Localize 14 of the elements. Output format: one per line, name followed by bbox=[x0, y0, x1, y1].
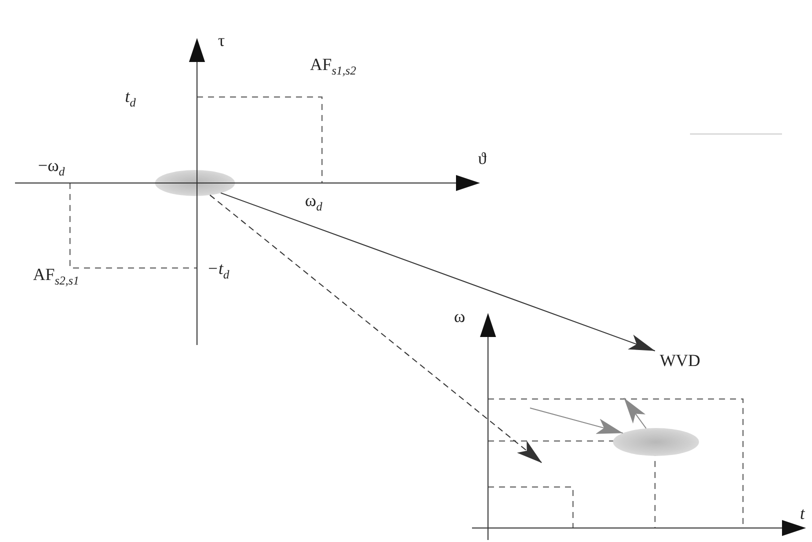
axis-label: ω$_{d}$ bbox=[305, 192, 322, 212]
arrow bbox=[530, 408, 624, 434]
axis-label: −ω$_{d}$ bbox=[38, 157, 65, 178]
axis-label: ω bbox=[454, 308, 466, 325]
arrow bbox=[220, 192, 656, 352]
axis-label: t bbox=[800, 505, 805, 522]
arrow bbox=[624, 398, 647, 429]
axis-label: τ bbox=[218, 32, 225, 49]
arrow bbox=[209, 194, 542, 464]
axis-label: AF$_{s1,s2}$ bbox=[310, 56, 356, 76]
axis-label: AF$_{s2,s1}$ bbox=[33, 266, 80, 286]
axis-label: t$_{d}$ bbox=[125, 88, 136, 108]
axis-label: ϑ bbox=[478, 150, 486, 167]
axis-label: −t$_{d}$ bbox=[207, 260, 230, 280]
